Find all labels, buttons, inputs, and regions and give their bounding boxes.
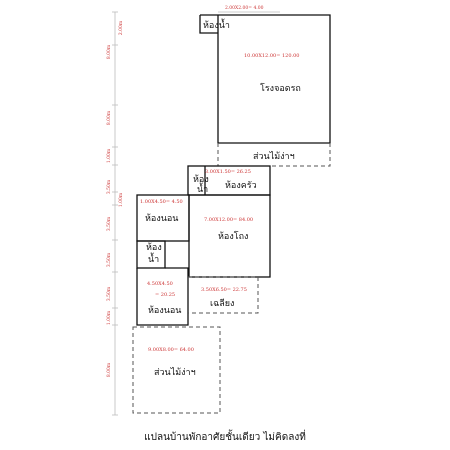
- garden-bottom-outline: [132, 326, 221, 414]
- garden-bottom-label: ส่วนไม้ง่าฯ: [154, 367, 196, 378]
- dim-label-1: 8.00m: [106, 44, 112, 59]
- bedroom-top-label: ห้องนอน: [145, 213, 178, 224]
- garden-top-label: ส่วนไม้ง่าฯ: [253, 151, 295, 162]
- terrace-area: 3.50X6.50= 22.75: [201, 287, 247, 293]
- top-dimension-label: 2.00X2.00= 4.00: [225, 5, 264, 11]
- dim-label-0: 2.00m: [118, 20, 124, 35]
- top-dimension: 2.00X2.00= 4.00: [218, 5, 280, 13]
- garage-block: [199, 14, 331, 144]
- bath-top-label: ห้องน้ำ: [203, 18, 230, 31]
- plan-caption: แปลนบ้านพักอาศัยชั้นเดียว ไม่คิดลงที่: [144, 429, 306, 443]
- dim-label-9: 1.00m: [106, 310, 112, 325]
- bath-low-label-1: ห้อง: [146, 242, 162, 253]
- living-room-label: ห้องโถง: [218, 231, 248, 242]
- living-room-outline: [188, 194, 271, 278]
- kitchen-label: ห้องครัว: [225, 180, 257, 191]
- bath-mid-label-1: ห้อง: [193, 174, 209, 185]
- dim-label-7: 3.50m: [106, 252, 112, 267]
- bedroom-low-area-2: = 20.25: [155, 292, 175, 298]
- dim-label-5: 1.00m: [118, 192, 124, 207]
- bedroom-low-label: ห้องนอน: [148, 305, 181, 316]
- dim-label-2: 8.00m: [106, 110, 112, 125]
- dim-label-3: 1.00m: [106, 148, 112, 163]
- terrace-outline: [188, 276, 259, 314]
- bath-low-outline: [136, 240, 166, 269]
- bedroom-top-area: 1.00X4.50= 4.50: [140, 199, 183, 205]
- living-room-area: 7.00X12.00= 84.00: [204, 217, 253, 223]
- bath-mid-label-2: น้ำ: [197, 182, 208, 195]
- terrace-label: เฉลียง: [210, 298, 234, 309]
- dim-label-6: 3.50m: [106, 216, 112, 231]
- bedroom-low-outline: [136, 267, 189, 326]
- left-dimension-line: [112, 11, 118, 416]
- dim-label-4: 3.50m: [106, 179, 112, 194]
- garden-top-outline: [217, 143, 331, 167]
- garage-area: 10.00X12.00= 120.00: [244, 53, 299, 59]
- bath-low-label-2: น้ำ: [148, 252, 159, 265]
- dim-label-10: 8.00m: [106, 362, 112, 377]
- bath-mid-area: 3.00X1.50= 26.25: [205, 169, 251, 175]
- dim-label-8: 3.50m: [106, 286, 112, 301]
- left-dimension-labels: 2.00m 8.00m 8.00m 1.00m 3.50m 1.00m 3.50…: [106, 20, 124, 377]
- bedroom-low-area-1: 4.50X4.50: [147, 281, 173, 287]
- garage-label: โรงจอดรถ: [260, 83, 301, 94]
- garden-bottom-area: 9.00X8.00= 64.00: [148, 347, 194, 353]
